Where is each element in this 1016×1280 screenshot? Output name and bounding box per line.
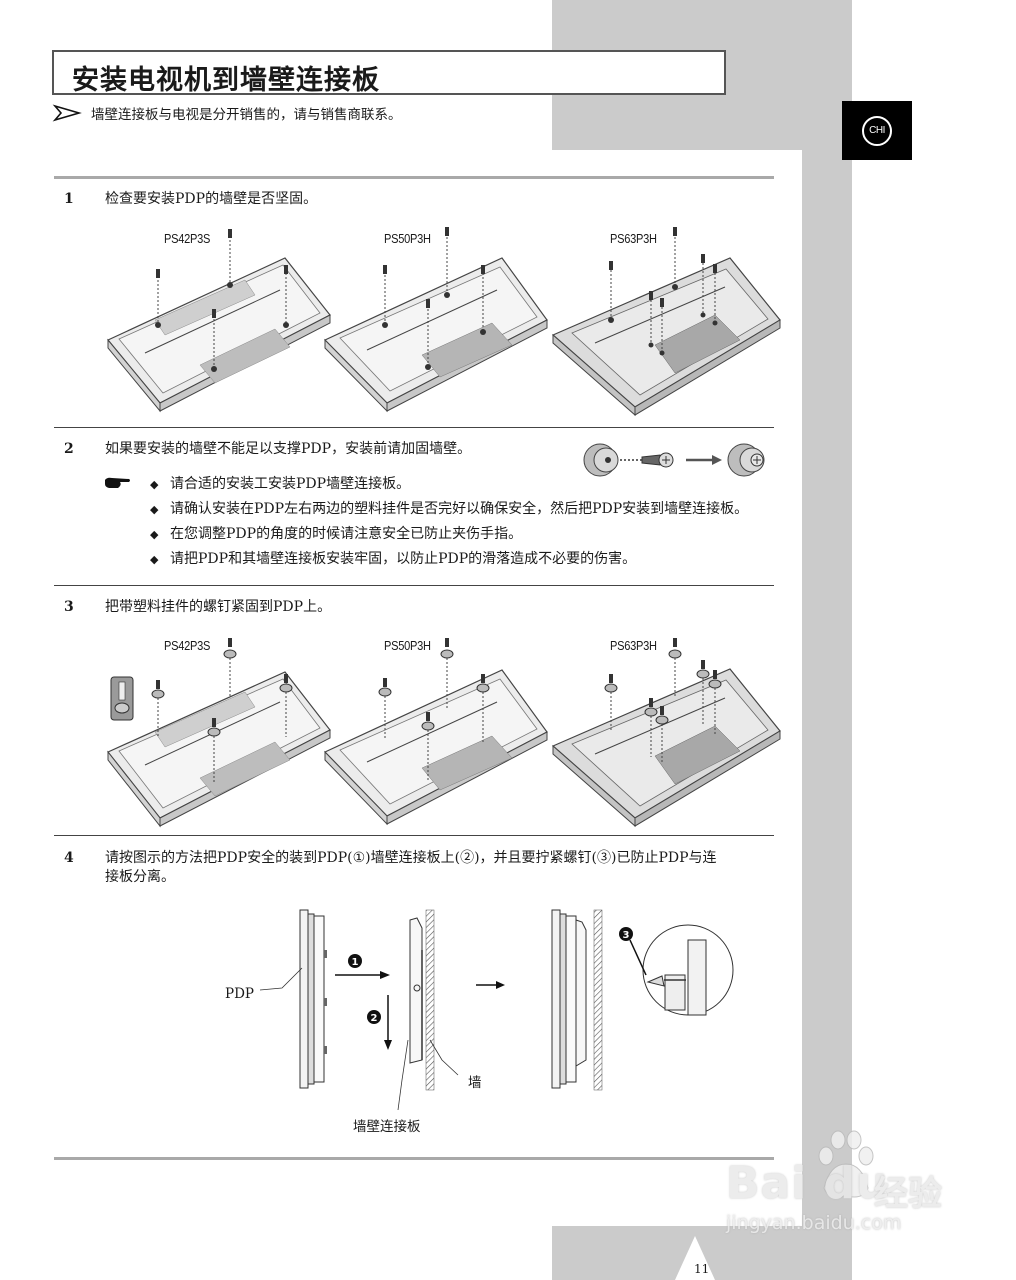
section-divider xyxy=(54,176,774,179)
sale-note-text: 墙壁连接板与电视是分开销售的，请与销售商联系。 xyxy=(91,107,402,123)
svg-text:2: 2 xyxy=(371,1013,378,1024)
model-label-ps42: PS42P3S xyxy=(164,231,211,246)
bullet-diamond-icon: ◆ xyxy=(150,528,159,541)
step-2-number: 2 xyxy=(64,441,74,457)
pdp-label: PDP xyxy=(225,986,254,1002)
model-label-ps63: PS63P3H xyxy=(610,231,657,246)
page-number-triangle xyxy=(675,1236,715,1280)
right-gray-strip xyxy=(802,150,852,1280)
note-item: ◆ 请合适的安装工安装PDP墙壁连接板。 xyxy=(150,476,411,492)
tv-back-ps63-hanger-illustration xyxy=(551,638,781,828)
page-title-box: 安装电视机到墙壁连接板 xyxy=(52,50,726,96)
baidu-watermark: Bai du 经验 jingyan.baidu.com xyxy=(724,1130,964,1235)
step-4-number: 4 xyxy=(64,850,74,866)
tv-back-ps42-hanger-illustration xyxy=(107,638,331,828)
svg-text:1: 1 xyxy=(352,957,359,968)
step-4-text-line2: 接板分离。 xyxy=(105,869,175,885)
sale-note: 墙壁连接板与电视是分开销售的，请与销售商联系。 xyxy=(52,103,402,123)
section-divider xyxy=(54,835,774,836)
wall-mount-procedure-diagram: 1 2 3 xyxy=(259,909,734,1111)
bullet-diamond-icon: ◆ xyxy=(150,503,159,516)
wall-bracket-label: 墙壁连接板 xyxy=(353,1119,421,1135)
step-2-text: 如果要安装的墙壁不能足以支撑PDP，安装前请加固墙壁。 xyxy=(105,441,472,457)
section-divider xyxy=(54,585,774,586)
bullet-diamond-icon: ◆ xyxy=(150,478,159,491)
step-1-number: 1 xyxy=(64,191,74,207)
screw-hanger-assembly-illustration xyxy=(583,443,765,477)
step-2-notes: ◆ 请合适的安装工安装PDP墙壁连接板。 ◆ 请确认安装在PDP左右两边的塑料挂… xyxy=(105,475,785,575)
footer-gray-band xyxy=(552,1226,802,1280)
model-label-ps50: PS50P3H xyxy=(384,638,431,653)
tv-back-ps63-illustration xyxy=(551,227,781,417)
language-badge: CHI xyxy=(842,101,912,160)
page-number: 11 xyxy=(694,1262,710,1276)
arrow-pointer-icon xyxy=(52,104,82,122)
hanger-detail-inset xyxy=(110,676,134,721)
note-item: ◆ 请确认安装在PDP左右两边的塑料挂件是否完好以确保安全，然后把PDP安装到墙… xyxy=(150,501,749,517)
tv-back-ps50-illustration xyxy=(323,227,548,413)
step-1-text: 检查要安装PDP的墙壁是否坚固。 xyxy=(105,191,318,207)
step-4-text-line1: 请按图示的方法把PDP安全的装到PDP(①)墙壁连接板上(②)，并且要拧紧螺钉(… xyxy=(105,850,717,866)
step-3-number: 3 xyxy=(64,599,74,615)
model-label-ps42: PS42P3S xyxy=(164,638,211,653)
paw-logo-icon xyxy=(818,1130,874,1198)
section-divider xyxy=(54,427,774,428)
model-label-ps63: PS63P3H xyxy=(610,638,657,653)
wall-label: 墙 xyxy=(468,1075,482,1091)
bullet-diamond-icon: ◆ xyxy=(150,553,159,566)
model-label-ps50: PS50P3H xyxy=(384,231,431,246)
watermark-brand: Bai du xyxy=(726,1158,889,1209)
note-item: ◆ 请把PDP和其墙壁连接板安装牢固，以防止PDP的滑落造成不必要的伤害。 xyxy=(150,551,637,567)
pointing-hand-icon xyxy=(105,477,130,488)
language-badge-label: CHI xyxy=(862,115,892,146)
watermark-url: jingyan.baidu.com xyxy=(726,1212,902,1234)
step-3-text: 把带塑料挂件的螺钉紧固到PDP上。 xyxy=(105,599,332,615)
svg-text:3: 3 xyxy=(623,930,630,941)
tv-back-ps50-hanger-illustration xyxy=(323,638,548,826)
page-title: 安装电视机到墙壁连接板 xyxy=(72,65,380,96)
note-item: ◆ 在您调整PDP的角度的时候请注意安全已防止夹伤手指。 xyxy=(150,526,523,542)
watermark-cn: 经验 xyxy=(874,1174,942,1214)
section-divider xyxy=(54,1157,774,1160)
tv-back-ps42-illustration xyxy=(107,229,331,413)
